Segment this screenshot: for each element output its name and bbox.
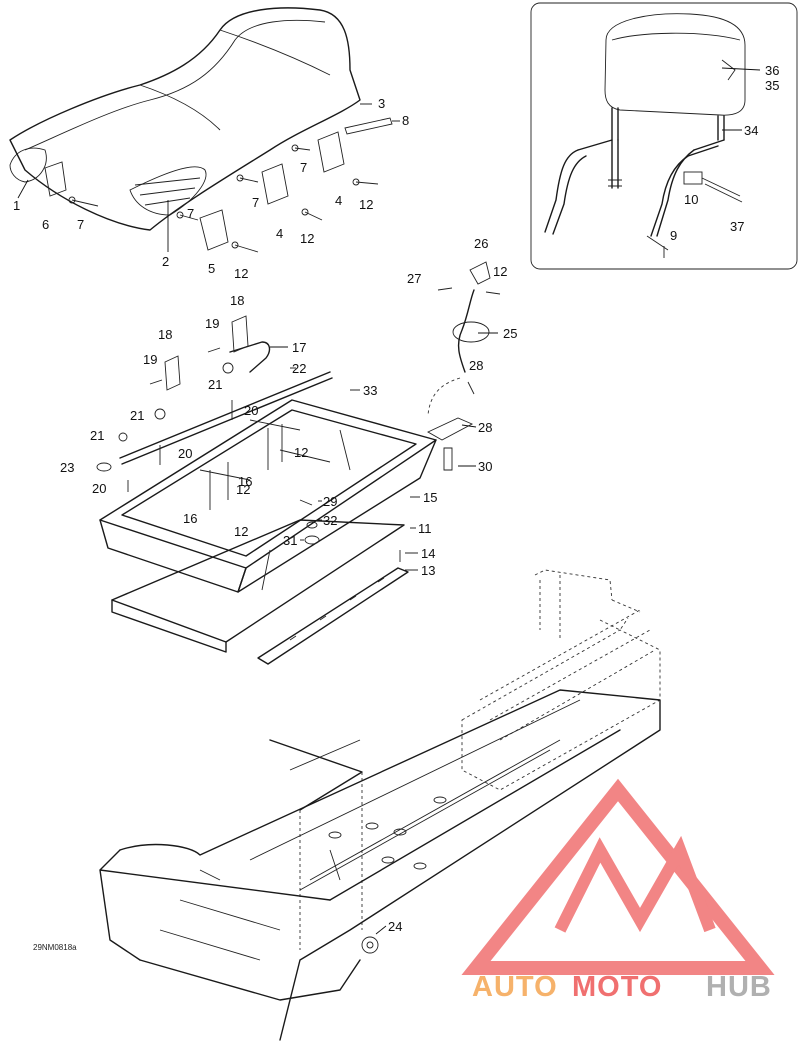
- callout-16b: 16: [183, 511, 197, 526]
- callout-labels: 1 2 3 4 4 5 6 7 7 7 7 8 9 10 11 12 12 12…: [13, 63, 779, 934]
- callout-18b: 18: [230, 293, 244, 308]
- callout-3: 3: [378, 96, 385, 111]
- callout-21b: 21: [130, 408, 144, 423]
- vehicle-frame: [99, 569, 661, 1041]
- seat-brackets: [44, 131, 345, 251]
- tray-rail: [257, 567, 409, 665]
- callout-17: 17: [292, 340, 306, 355]
- callout-22: 22: [292, 361, 306, 376]
- callout-11: 11: [418, 521, 432, 536]
- watermark-auto: AUTO: [472, 971, 558, 1003]
- callout-37: 37: [730, 219, 744, 234]
- callout-21a: 21: [208, 377, 222, 392]
- callout-12g: 12: [234, 524, 248, 539]
- storage-tray: [99, 399, 437, 665]
- callout-13: 13: [421, 563, 435, 578]
- callout-12a: 12: [359, 197, 373, 212]
- latch-plate: [427, 417, 474, 441]
- watermark-moto: MOTO: [572, 971, 662, 1003]
- callout-15: 15: [423, 490, 437, 505]
- backrest-inset: [530, 2, 798, 270]
- callout-28b: 28: [478, 420, 492, 435]
- callout-33: 33: [363, 383, 377, 398]
- callout-12e: 12: [294, 445, 308, 460]
- seat-cushion: [9, 7, 361, 231]
- callout-9: 9: [670, 228, 677, 243]
- callout-5: 5: [208, 261, 215, 276]
- callout-7c: 7: [252, 195, 259, 210]
- callout-35: 35: [765, 78, 779, 93]
- hinge-rod: [96, 315, 333, 492]
- callout-23: 23: [60, 460, 74, 475]
- callout-32: 32: [323, 513, 337, 528]
- seat-fasteners: [68, 144, 379, 253]
- callout-27: 27: [407, 271, 421, 286]
- callout-6: 6: [42, 217, 49, 232]
- callout-7a: 7: [77, 217, 84, 232]
- callout-19a: 19: [143, 352, 157, 367]
- callout-10: 10: [684, 192, 698, 207]
- seat-assembly: [9, 7, 393, 253]
- callout-12b: 12: [300, 231, 314, 246]
- callout-31: 31: [283, 533, 297, 548]
- callout-14: 14: [421, 546, 435, 561]
- callout-4b: 4: [276, 226, 283, 241]
- callout-12f: 12: [236, 482, 250, 497]
- callout-12c: 12: [234, 266, 248, 281]
- callout-25: 25: [503, 326, 517, 341]
- callout-21c: 21: [90, 428, 104, 443]
- callout-2: 2: [162, 254, 169, 269]
- callout-12d: 12: [493, 264, 507, 279]
- callout-8: 8: [402, 113, 409, 128]
- callout-16a: 16: [238, 474, 252, 489]
- callout-18a: 18: [158, 327, 172, 342]
- callout-7b: 7: [187, 206, 194, 221]
- callout-20c: 20: [92, 481, 106, 496]
- leader-lines: [17, 67, 761, 935]
- watermark-hub: HUB: [706, 971, 772, 1003]
- callout-30: 30: [478, 459, 492, 474]
- frame-holes: [328, 796, 447, 870]
- backrest-pad: [604, 13, 746, 116]
- callout-19b: 19: [205, 316, 219, 331]
- latch-cable: [427, 261, 501, 471]
- callout-20a: 20: [244, 403, 258, 418]
- callout-28a: 28: [469, 358, 483, 373]
- diagram-code: 29NM0818a: [33, 943, 77, 952]
- seat-strip: [344, 117, 393, 135]
- callout-7d: 7: [300, 160, 307, 175]
- callout-1: 1: [13, 198, 20, 213]
- callout-20b: 20: [178, 446, 192, 461]
- latch-bolt: [443, 447, 453, 471]
- backrest-frame: [611, 107, 725, 141]
- callout-24: 24: [388, 919, 402, 934]
- callout-34: 34: [744, 123, 758, 138]
- callout-36: 36: [765, 63, 779, 78]
- callout-26: 26: [474, 236, 488, 251]
- watermark-logo: [461, 778, 775, 975]
- callout-4a: 4: [335, 193, 342, 208]
- callout-29: 29: [323, 494, 337, 509]
- tray-base: [111, 519, 405, 643]
